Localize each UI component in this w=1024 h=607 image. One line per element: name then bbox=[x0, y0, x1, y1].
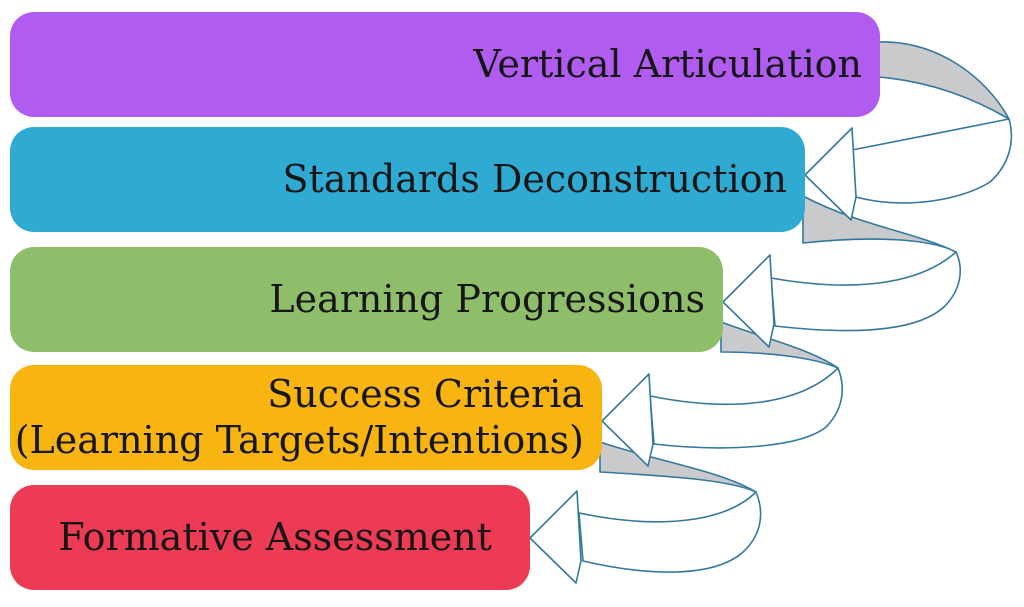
spiral-arrow-3-front bbox=[649, 367, 844, 449]
arrowhead-icon-2 bbox=[722, 254, 775, 348]
step-label: Standards Deconstruction bbox=[282, 156, 787, 201]
spiral-arrow-1-back bbox=[877, 41, 1010, 120]
arrowheads bbox=[529, 127, 857, 584]
spiral-arrow-4-front bbox=[578, 491, 762, 573]
step-success-criteria: Success Criteria (Learning Targets/Inten… bbox=[10, 365, 602, 470]
spiral-arrow-2-back bbox=[802, 195, 957, 253]
step-label: Learning Progressions bbox=[269, 276, 705, 321]
spiral-arrow-4-back bbox=[599, 441, 757, 493]
spiral-arrow-2-front bbox=[770, 251, 962, 332]
ribbon-front-segments bbox=[578, 118, 1013, 573]
step-label: Formative Assessment bbox=[58, 514, 492, 559]
arrowhead-icon-1 bbox=[804, 127, 857, 221]
arrowhead-icon-3 bbox=[601, 373, 654, 467]
step-label: Vertical Articulation bbox=[473, 41, 862, 86]
step-label-line-1: Success Criteria bbox=[267, 371, 584, 416]
step-standards-deconstruction: Standards Deconstruction bbox=[10, 127, 805, 232]
arrowhead-icon-4 bbox=[529, 490, 582, 584]
step-label-line-2: (Learning Targets/Intentions) bbox=[14, 417, 584, 462]
spiral-arrow-1-front bbox=[851, 118, 1013, 204]
step-formative-assessment: Formative Assessment bbox=[10, 485, 530, 590]
step-vertical-articulation: Vertical Articulation bbox=[10, 12, 880, 117]
step-learning-progressions: Learning Progressions bbox=[10, 247, 723, 352]
